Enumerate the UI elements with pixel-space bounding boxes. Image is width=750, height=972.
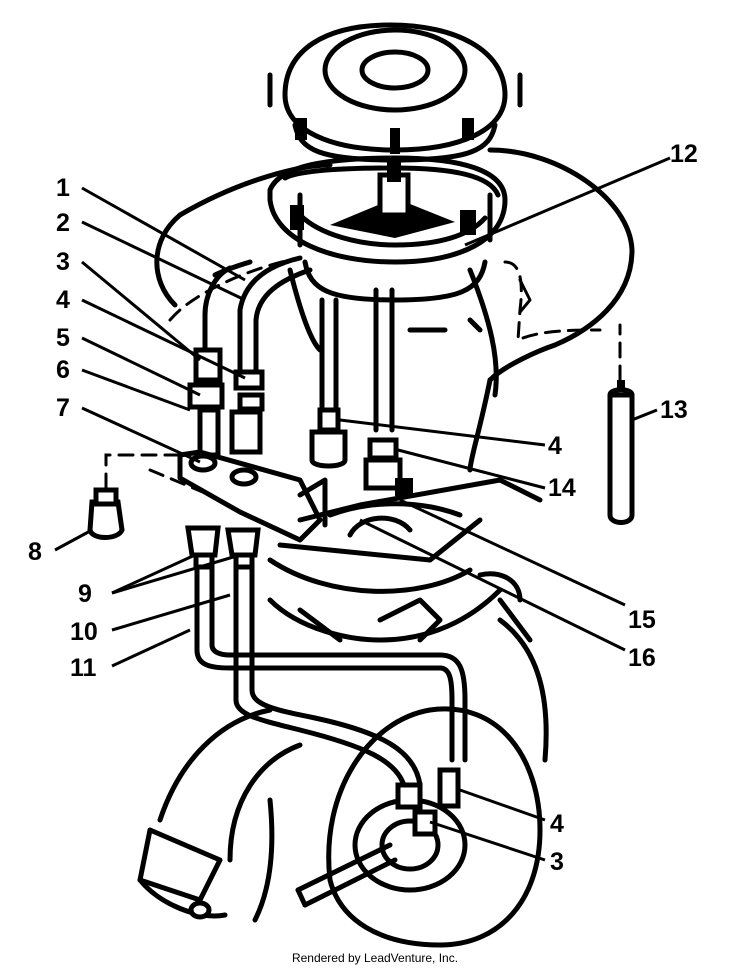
leader-lines	[54, 156, 671, 862]
callout-13: 13	[660, 396, 688, 424]
callout-11: 11	[70, 654, 97, 682]
callout-4: 4	[56, 286, 70, 314]
fittings-9	[185, 525, 261, 570]
callout-14: 14	[548, 474, 576, 502]
callout-3-lower: 3	[550, 848, 564, 876]
discharge-chute	[137, 707, 303, 923]
callout-10: 10	[70, 618, 98, 646]
callout-15: 15	[628, 606, 656, 634]
callout-6: 6	[56, 356, 70, 384]
fuel-filter	[607, 323, 635, 525]
callout-4-right: 4	[548, 432, 562, 460]
intake-manifold	[267, 477, 549, 763]
callout-3: 3	[56, 248, 70, 276]
callout-12: 12	[670, 140, 698, 168]
lower-hoses	[194, 564, 468, 793]
carb-studs	[309, 287, 413, 496]
pulley-wheel	[295, 706, 543, 948]
callout-1: 1	[56, 174, 70, 202]
callout-8: 8	[28, 538, 42, 566]
callout-2: 2	[56, 209, 70, 237]
callout-5: 5	[56, 324, 70, 352]
callout-4-lower: 4	[550, 810, 564, 838]
air-cleaner-base	[267, 155, 508, 398]
callout-7: 7	[56, 394, 70, 422]
footer-credit: Rendered by LeadVenture, Inc.	[292, 951, 458, 965]
plug-part	[87, 453, 212, 540]
air-cleaner-cover	[267, 22, 523, 163]
callout-numbers: 1 2 3 4 5 6 7 8 9 10 11 12 13 4 14 15 16…	[28, 140, 698, 876]
callout-16: 16	[628, 644, 656, 672]
callout-9: 9	[78, 580, 92, 608]
